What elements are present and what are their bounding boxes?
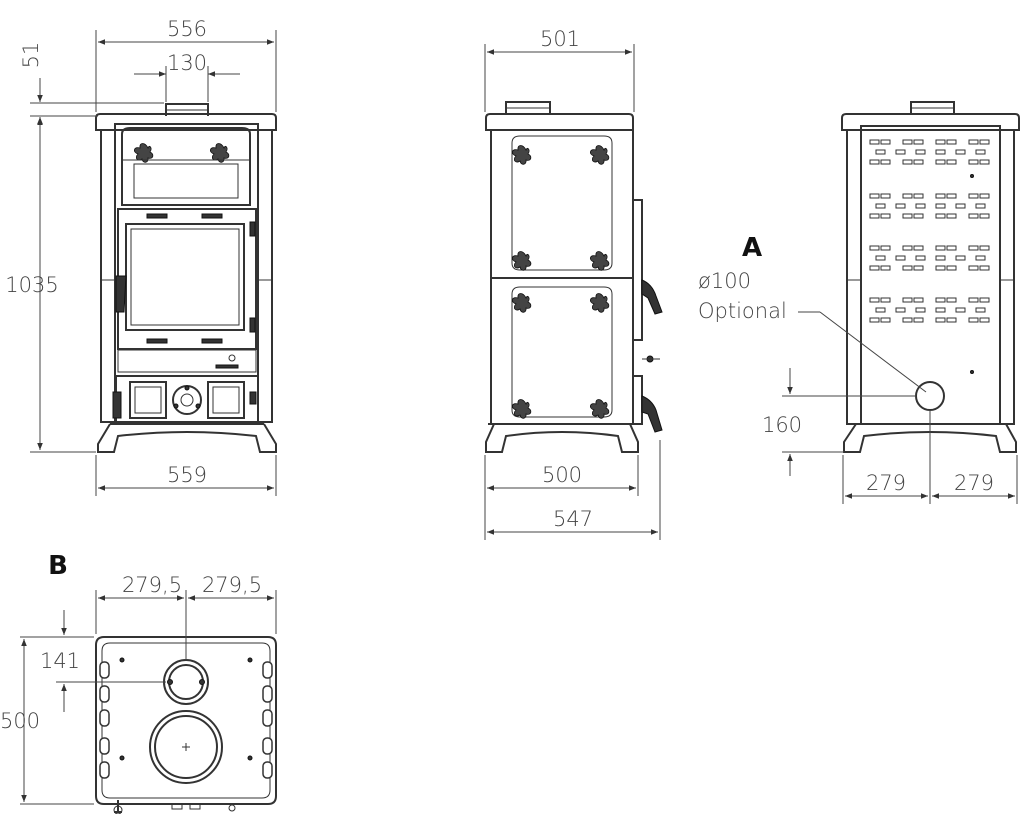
view-a-label: A xyxy=(742,233,762,263)
top-half-right-label: 279,5 xyxy=(202,573,262,597)
front-width-bottom-label: 559 xyxy=(167,463,207,487)
front-width-top-label: 556 xyxy=(167,17,207,41)
front-height-label: 1035 xyxy=(5,273,58,297)
front-view xyxy=(95,103,277,453)
rear-half-right-label: 279 xyxy=(954,471,994,495)
rear-half-left-label: 279 xyxy=(866,471,906,495)
rear-outlet-height-label: 160 xyxy=(762,413,802,437)
rear-dimensions: A ø100 Optional 160 279 279 xyxy=(698,233,1018,504)
top-view xyxy=(95,636,277,814)
top-dimensions: B 279,5 279,5 141 500 xyxy=(0,551,277,805)
top-half-left-label: 279,5 xyxy=(122,573,182,597)
front-flue-diameter-label: 130 xyxy=(167,51,207,75)
front-flue-height-label: 51 xyxy=(19,42,43,69)
side-view xyxy=(485,101,663,453)
side-dimensions: 501 500 547 xyxy=(484,27,661,540)
top-depth-label: 500 xyxy=(0,709,40,733)
front-dimensions: 556 130 51 1035 559 xyxy=(5,17,277,496)
rear-view xyxy=(841,101,1020,453)
top-flue-offset-label: 141 xyxy=(40,649,80,673)
rear-outlet-note-label: Optional xyxy=(698,299,787,323)
view-b-label: B xyxy=(48,551,68,581)
side-depth-top-label: 501 xyxy=(540,27,580,51)
side-depth-base-label: 500 xyxy=(542,463,582,487)
vent-slots xyxy=(869,139,990,165)
rear-outlet-diameter-label: ø100 xyxy=(698,269,751,293)
side-depth-overall-label: 547 xyxy=(553,507,593,531)
